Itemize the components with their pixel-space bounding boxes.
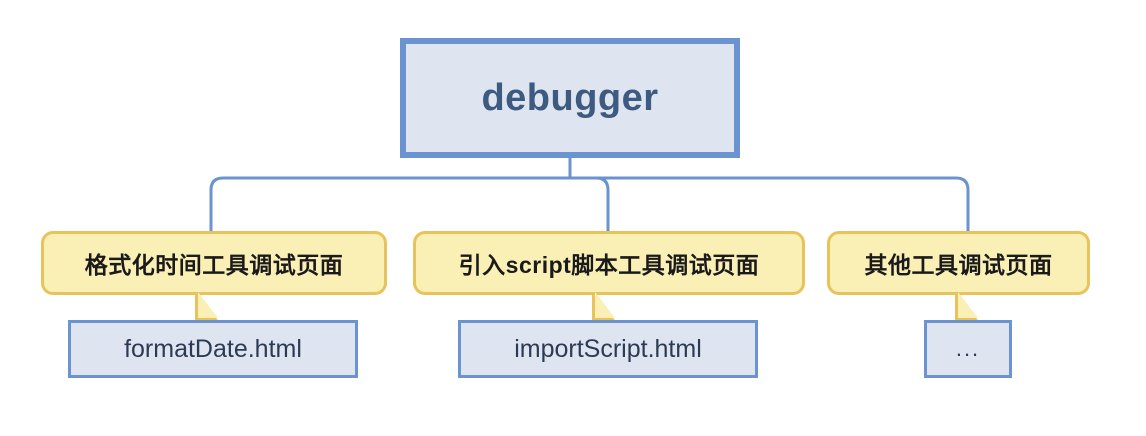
- leaf-node-formatdate[interactable]: formatDate.html: [68, 320, 358, 378]
- root-node-label: debugger: [481, 76, 659, 119]
- callout-label: 引入script脚本工具调试页面: [458, 252, 760, 278]
- connector-bus: [209, 176, 970, 231]
- callout-formatdate[interactable]: 格式化时间工具调试页面: [41, 231, 387, 295]
- callout-other[interactable]: 其他工具调试页面: [827, 231, 1090, 295]
- callout-label: 格式化时间工具调试页面: [84, 252, 344, 278]
- leaf-node-label: importScript.html: [514, 334, 702, 363]
- callout-label: 其他工具调试页面: [864, 252, 1053, 278]
- leaf-node-other[interactable]: ...: [924, 320, 1012, 378]
- leaf-node-importscript[interactable]: importScript.html: [458, 320, 758, 378]
- callout-tail-fill-other: [958, 292, 978, 318]
- leaf-node-label: formatDate.html: [124, 334, 302, 363]
- callout-tail-fill-formatdate: [198, 292, 218, 318]
- leaf-node-label: ...: [955, 336, 981, 361]
- callout-importscript[interactable]: 引入script脚本工具调试页面: [413, 231, 805, 295]
- root-node-debugger[interactable]: debugger: [400, 38, 740, 158]
- connector-branch-middle: [595, 176, 610, 231]
- callout-tail-fill-importscript: [595, 292, 615, 318]
